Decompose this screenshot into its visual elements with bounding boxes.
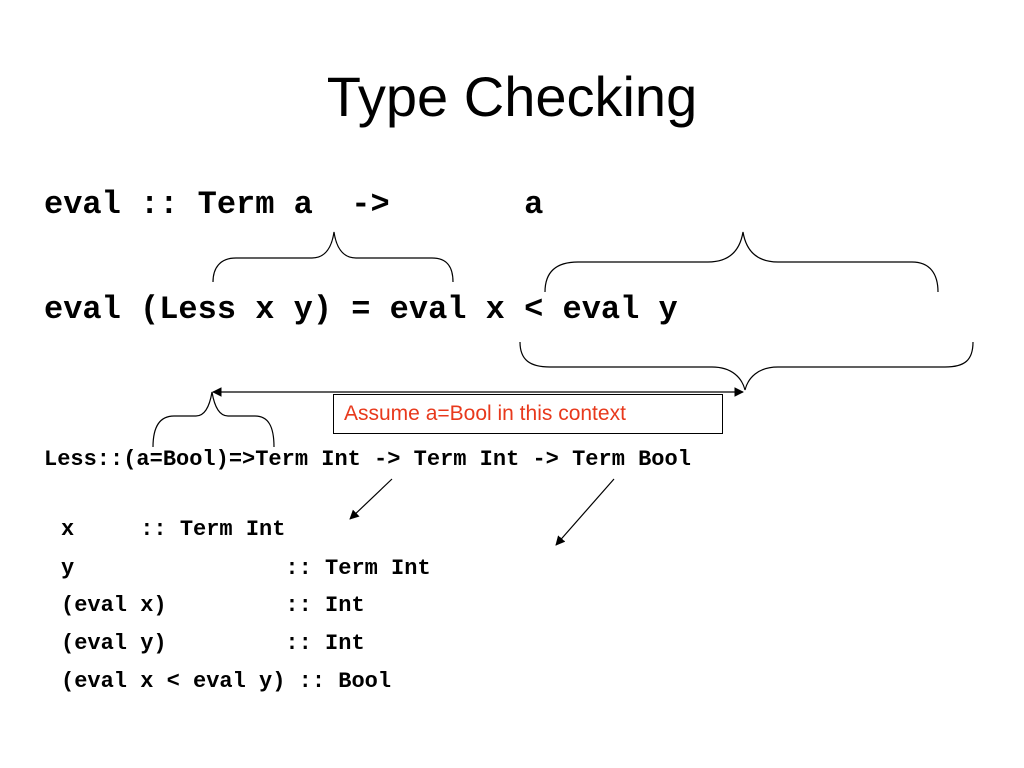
brace-a-bool (152, 391, 275, 448)
brace-under-comparison (519, 341, 974, 391)
typing-row-eval-less: (eval x < eval y) :: Bool (61, 669, 392, 694)
less-constructor-type: Less::(a=Bool)=>Term Int -> Term Int -> … (44, 447, 691, 472)
typing-row-x: x :: Term Int (61, 517, 286, 542)
typing-row-eval-x: (eval x) :: Int (61, 593, 365, 618)
context-note-text: Assume a=Bool in this context (344, 402, 626, 425)
arrow-to-x (349, 478, 393, 520)
eval-equation: eval (Less x y) = eval x < eval y (44, 291, 678, 328)
typing-row-eval-y: (eval y) :: Int (61, 631, 365, 656)
brace-term-a (212, 231, 454, 283)
typing-row-y: y :: Term Int (61, 556, 431, 581)
brace-result-a (544, 231, 939, 293)
eval-signature: eval :: Term a -> a (44, 186, 544, 223)
arrow-to-y (555, 478, 615, 546)
slide-title: Type Checking (326, 65, 698, 128)
